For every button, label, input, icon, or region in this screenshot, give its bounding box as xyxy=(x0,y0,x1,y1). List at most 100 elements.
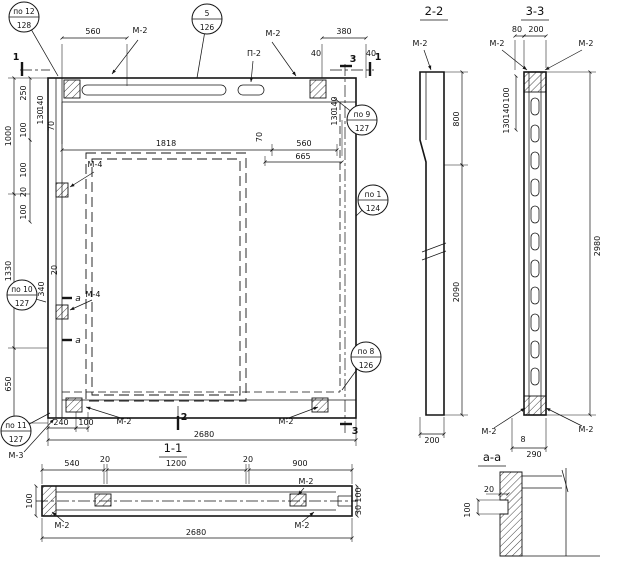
dimension-label: 560 xyxy=(296,139,311,148)
callout-leader xyxy=(31,29,59,77)
core-void xyxy=(530,124,540,143)
dimension-label: 2680 xyxy=(186,528,206,537)
dimension-label: 140 xyxy=(330,96,339,111)
core-void xyxy=(530,367,540,386)
cut-letter-label: а xyxy=(75,294,81,304)
callout-position: по 8 xyxy=(358,347,375,356)
core-void xyxy=(530,178,540,197)
panel-edge-lines xyxy=(55,78,356,418)
dimension-lines xyxy=(12,34,592,540)
weld-mark-label: М-2 xyxy=(413,39,428,48)
section-title: 3-3 xyxy=(526,4,545,18)
callout-position: по 9 xyxy=(354,110,371,119)
dimension-label: 20 xyxy=(484,485,494,494)
dimension-label: 140 xyxy=(502,103,511,118)
dimension-label: 130 xyxy=(36,109,45,124)
dimension-label: 1000 xyxy=(4,126,13,146)
dimension-label: 250 xyxy=(19,85,28,100)
opening-outline-inner xyxy=(91,158,241,396)
section-cut-number: 2 xyxy=(181,412,188,423)
callout-sheet: 127 xyxy=(355,124,370,133)
break-line xyxy=(561,469,569,493)
callout-position: 5 xyxy=(205,9,210,18)
leader-lines xyxy=(23,39,583,523)
dimension-label: 100 xyxy=(19,122,28,137)
weld-plate xyxy=(289,493,307,507)
dimension-label: 100 xyxy=(25,493,34,508)
weld-mark-label: М-3 xyxy=(9,451,24,460)
section-title: 2-2 xyxy=(425,4,444,18)
dimension-label: 900 xyxy=(292,459,307,468)
position-callout: по 9 127 xyxy=(333,97,378,136)
dimension-label: 2680 xyxy=(194,430,214,439)
dimension-label: 1818 xyxy=(156,139,176,148)
core-void xyxy=(530,313,540,332)
bottom-cap-hatch xyxy=(523,395,547,416)
dimension-label: 1330 xyxy=(4,261,13,281)
section-a-a xyxy=(478,465,600,557)
core-void xyxy=(530,151,540,170)
section-2-2 xyxy=(419,19,448,416)
dimension-label: 290 xyxy=(526,450,541,459)
callout-position: по 11 xyxy=(5,421,27,430)
dimension-label: 20 xyxy=(19,187,28,197)
core-void xyxy=(530,286,540,305)
extension-lines xyxy=(8,40,596,542)
core-void xyxy=(530,97,540,116)
panel-outline xyxy=(47,77,357,419)
cut-flags xyxy=(20,62,372,430)
section-1-1 xyxy=(36,456,358,517)
weld-mark-label: М-4 xyxy=(86,290,101,299)
dimension-label: 380 xyxy=(336,27,351,36)
dimension-label: 540 xyxy=(64,459,79,468)
weld-mark-label: М-2 xyxy=(490,39,505,48)
dimension-label: 200 xyxy=(528,25,543,34)
callout-position: по 10 xyxy=(11,285,33,294)
top-cap-hatch xyxy=(523,71,547,93)
dimension-label: 80 xyxy=(512,25,522,34)
weld-mark-label: М-2 xyxy=(117,417,132,426)
dimension-label: 130 xyxy=(502,118,511,133)
weld-mark-label: М-4 xyxy=(88,160,103,169)
callout-position: по 1 xyxy=(365,190,382,199)
dimension-label: 2980 xyxy=(593,236,602,256)
dimension-label: 100 xyxy=(502,87,511,102)
dimension-label: 70 xyxy=(255,132,264,142)
hidden-edges xyxy=(62,102,341,393)
callout-leader xyxy=(36,298,47,303)
dimension-label: 1200 xyxy=(166,459,186,468)
weld-mark-label: М-2 xyxy=(579,425,594,434)
core-void xyxy=(530,232,540,251)
weld-mark-label: М-2 xyxy=(279,417,294,426)
dimension-label: 800 xyxy=(452,111,461,126)
dimension-label: 40 xyxy=(366,49,376,58)
callout-leader xyxy=(333,97,351,112)
weld-mark-label: П-2 xyxy=(247,49,261,58)
panel-plan-view xyxy=(20,62,374,434)
dimension-label: 560 xyxy=(85,27,100,36)
dimension-label: 70 xyxy=(47,121,56,131)
section-cut-number: 3 xyxy=(350,54,357,65)
dimension-label: 100 xyxy=(19,204,28,219)
callout-sheet: 128 xyxy=(17,21,32,30)
dimension-label: 8 xyxy=(520,435,525,444)
dimension-label: 130 xyxy=(330,110,339,125)
weld-mark-label: М-2 xyxy=(295,521,310,530)
dimension-label: 100 xyxy=(463,502,472,517)
core-void xyxy=(530,259,540,278)
section-a-a-profile xyxy=(499,471,523,557)
core-void xyxy=(530,340,540,359)
section-cut-number: 1 xyxy=(13,52,20,63)
dimension-label: 20 xyxy=(243,455,253,464)
dimension-label: 140 xyxy=(36,95,45,110)
callout-leader xyxy=(196,33,205,79)
top-beam-long-slot xyxy=(81,84,227,96)
